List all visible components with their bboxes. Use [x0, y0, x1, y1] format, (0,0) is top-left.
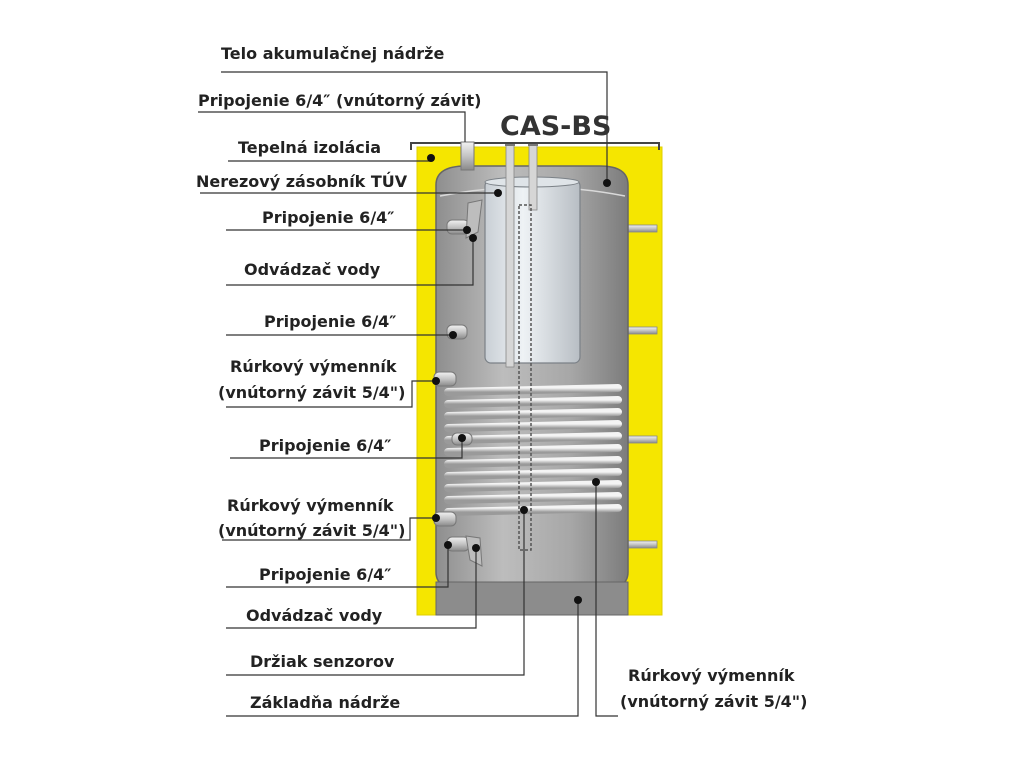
- label-coil-3-line1: Rúrkový výmenník: [628, 666, 795, 685]
- label-coil-1-line2: (vnútorný závit 5/4"): [218, 383, 406, 402]
- leader-dots: [427, 154, 611, 604]
- label-connection-3: Pripojenie 6/4″: [259, 436, 392, 455]
- label-drain-1: Odvádzač vody: [244, 260, 381, 279]
- top-pipe: [460, 141, 475, 171]
- tank-base: [435, 581, 629, 616]
- label-sensor-holder: Držiak senzorov: [250, 652, 395, 671]
- label-coil-2-line1: Rúrkový výmenník: [227, 496, 394, 515]
- internal-pipes: [505, 144, 538, 368]
- product-title: CAS-BS: [500, 111, 612, 142]
- side-pipes: [624, 224, 658, 549]
- label-coil-2-line2: (vnútorný závit 5/4"): [218, 521, 406, 540]
- sensor-holder: [518, 204, 532, 551]
- label-base: Základňa nádrže: [250, 693, 401, 712]
- label-drain-2: Odvádzač vody: [246, 606, 383, 625]
- label-coil-3-line2: (vnútorný závit 5/4"): [620, 692, 808, 711]
- coil-exchanger: [444, 384, 622, 516]
- label-connection-4: Pripojenie 6/4″: [259, 565, 392, 584]
- label-insulation: Tepelná izolácia: [238, 138, 382, 157]
- label-connection-2: Pripojenie 6/4″: [264, 312, 397, 331]
- label-stainless-tank: Nerezový zásobník TÚV: [196, 172, 408, 191]
- label-coil-1-line1: Rúrkový výmenník: [230, 357, 397, 376]
- label-top-connection: Pripojenie 6/4″ (vnútorný závit): [198, 91, 482, 110]
- label-connection-1: Pripojenie 6/4″: [262, 208, 395, 227]
- label-body: Telo akumulačnej nádrže: [221, 44, 445, 63]
